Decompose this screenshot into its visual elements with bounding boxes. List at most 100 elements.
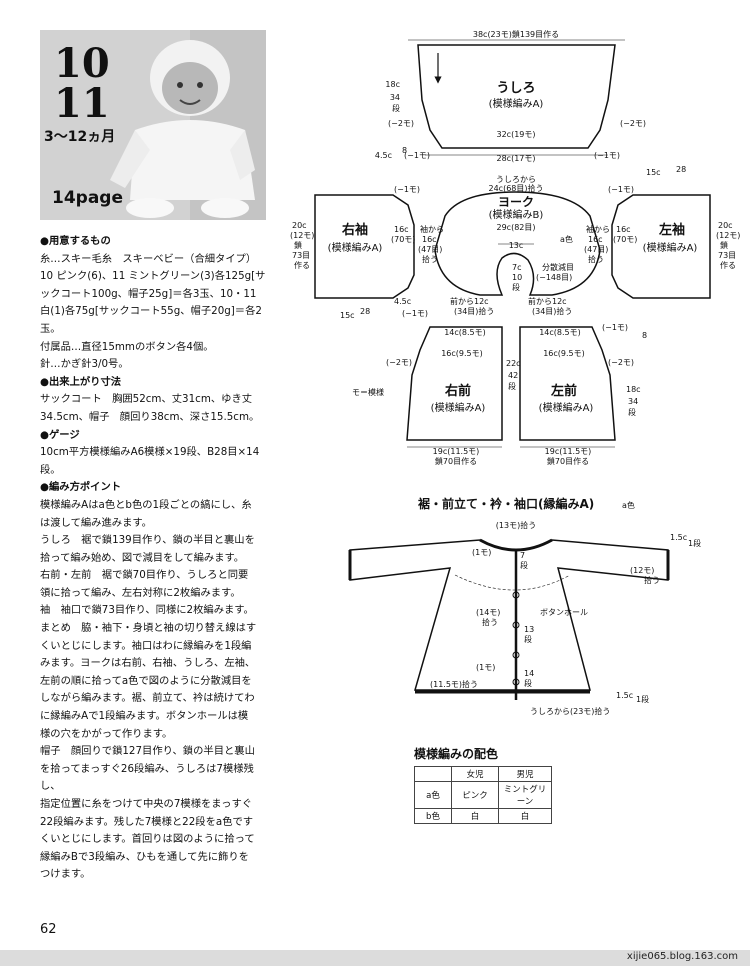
- back-dec1-left: (−1モ): [404, 151, 430, 160]
- left-front-rows-unit: 段: [628, 407, 636, 417]
- yoke-sleeve-count-left: (47目): [418, 245, 442, 254]
- right-sleeve-title: 右袖: [341, 222, 368, 238]
- yoke-sleeve-c-left: 16c: [422, 235, 437, 244]
- section-heading: ●ゲージ: [40, 428, 80, 441]
- left-front-bottom: 19c(11.5モ): [545, 447, 592, 456]
- right-sleeve-width-m: (12モ): [290, 231, 314, 240]
- edging-cuff-pick: (12モ): [630, 566, 654, 575]
- right-sleeve-pattern: (模様編みA): [328, 241, 383, 254]
- right-front-pattern: (模様編みA): [431, 401, 486, 414]
- instruction-line: くいとじにします。袖口はわに縁編みを1段編: [40, 639, 252, 652]
- left-front-rows: 34: [628, 397, 638, 406]
- table-cell: ピンク: [451, 781, 499, 809]
- right-front-bottom: 19c(11.5モ): [433, 447, 480, 456]
- pattern-number-11: 11: [54, 80, 110, 127]
- right-front-height: 22c: [506, 359, 521, 368]
- right-sleeve-dec-bottom: (−1モ): [402, 309, 428, 318]
- edging-title: 裾・前立て・衿・袖口(縁編みA): [418, 496, 594, 511]
- left-sleeve-length: 15c: [646, 168, 661, 177]
- edging-r14: 14: [524, 669, 534, 678]
- edging-cuff-rows: 1段: [688, 538, 701, 548]
- left-sleeve-title: 左袖: [659, 222, 685, 238]
- instruction-line: 帽子 顔回りで鎖127目作り、鎖の半目と裏山: [40, 745, 255, 758]
- back-pattern: (模様編みA): [489, 97, 544, 110]
- yoke-center: 13c: [509, 241, 524, 250]
- yoke-sleeve-count-right: (47目): [584, 245, 608, 254]
- table-cell: a色: [414, 781, 452, 809]
- instruction-line: 縁編みBで3段編み、ひもを通して先に飾りを: [40, 850, 249, 863]
- instruction-line: みます。ヨークは右前、右袖、うしろ、左袖、: [40, 657, 256, 670]
- edging-collar: (13モ)拾う: [496, 520, 536, 530]
- right-sleeve-chain-count: 73目: [292, 251, 310, 260]
- left-sleeve-pattern: (模様編みA): [643, 241, 698, 254]
- instruction-line: 糸…スキー毛糸 スキーベビー（合細タイプ）: [40, 252, 257, 265]
- table-row: b色 白 白: [414, 808, 552, 824]
- instruction-line: 領に拾って編み、左右対称に2枚編みます。: [40, 586, 241, 599]
- right-front-top: 14c(8.5モ): [444, 328, 486, 337]
- table-cell: 白: [451, 808, 499, 824]
- yoke-rows-unit: 段: [512, 282, 520, 292]
- right-sleeve-chain: 鎖: [294, 240, 302, 250]
- left-front-title: 左前: [551, 383, 577, 399]
- left-sleeve-rows: 28: [676, 165, 686, 174]
- back-height: 18c: [385, 80, 400, 89]
- yoke-inner: 29c(82目): [497, 223, 536, 232]
- baby-photo-illustration: [40, 30, 266, 220]
- right-front-rows: 42: [508, 371, 518, 380]
- left-front-pattern: (模様編みA): [539, 401, 594, 414]
- right-front-rows-unit: 段: [508, 381, 516, 391]
- table-header-cell: 女児: [451, 766, 499, 782]
- left-front-panel: 14c(8.5モ) 16c(9.5モ) 左前 (模様編みA) 19c(11.5モ…: [519, 323, 647, 466]
- right-front-panel: 14c(8.5モ) 16c(9.5モ) 右前 (模様編みA) 19c(11.5モ…: [352, 326, 521, 466]
- knitting-diagram: 38c(23モ)鎖139目作る うしろ (模様編みA) 32c(19モ) 28c…: [290, 29, 740, 716]
- instruction-line: 様の穴をかがって作ります。: [40, 727, 173, 740]
- instruction-line: ックコート100g、帽子25g]＝各3玉、10・11: [40, 287, 257, 300]
- edging-hem-pick: (11.5モ)拾う: [430, 679, 478, 689]
- left-front-dec1: (−1モ): [602, 323, 628, 332]
- left-sleeve-top-m: (70モ): [613, 235, 637, 244]
- yoke-front-count-left: (34目)拾う: [454, 306, 494, 316]
- yoke-front-count-right: (34目)拾う: [532, 306, 572, 316]
- instruction-line: くいとじにします。首回りは図のように拾って: [40, 833, 255, 846]
- instruction-line: に縁編みAで1段編みます。ボタンホールは模: [40, 710, 249, 723]
- yoke-from-front-left: 前から12c: [450, 296, 489, 306]
- page-reference: 14page: [52, 188, 123, 208]
- right-front-mid: 16c(9.5モ): [441, 349, 483, 358]
- back-dec-left: (−2モ): [388, 119, 414, 128]
- color-table-title: 模様編みの配色: [414, 747, 499, 761]
- edging-cuff-pick-label: 拾う: [644, 575, 660, 585]
- edging-r7: 7: [520, 551, 525, 560]
- yoke-title: ヨーク: [498, 195, 534, 209]
- right-sleeve-side: 4.5c: [394, 297, 411, 306]
- instruction-line: 模様編みAはa色とb色の1段ごとの縞にし、糸: [40, 498, 252, 511]
- section-heading: ●用意するもの: [40, 235, 111, 247]
- edging-buttonhole: ボタンホール: [540, 608, 588, 617]
- instruction-line: 袖 袖口で鎖73目作り、同様に2枚編みます。: [40, 604, 254, 617]
- yoke-height: 7c: [512, 263, 522, 272]
- edging-r13-unit: 段: [524, 634, 532, 644]
- yoke-decrease: 分散減目: [542, 262, 574, 272]
- color-table: 女児 男児 a色 ピンク ミントグリーン b色 白 白: [414, 766, 552, 824]
- back-dec-right: (−2モ): [620, 119, 646, 128]
- color-table-block: 模様編みの配色 女児 男児 a色 ピンク ミントグリーン b色 白 白: [414, 745, 552, 824]
- instruction-line: サックコート 胸囲52cm、丈31cm、ゆき丈: [40, 393, 253, 406]
- pattern-number-10: 10: [54, 40, 110, 87]
- right-sleeve-dec: (−1モ): [394, 185, 420, 194]
- right-front-chain: 鎖70目作る: [435, 456, 477, 466]
- left-front-height: 18c: [626, 385, 641, 394]
- page-number: 62: [40, 922, 57, 937]
- instruction-line: 左前の順に拾ってa色で図のように分散減目を: [40, 674, 252, 687]
- back-rows: 34: [390, 93, 400, 102]
- instruction-line: 10cm平方模様編みA6模様×19段、B28目×14段。: [40, 446, 260, 476]
- instruction-line: つけます。: [40, 868, 91, 881]
- edging-back-pick: うしろから(23モ)拾う: [530, 706, 610, 716]
- edging-hem: 1.5c: [616, 691, 633, 700]
- yoke-outer: 24c(68目)拾う: [489, 183, 544, 193]
- table-header-cell: 男児: [498, 766, 552, 782]
- table-row: a色 ピンク ミントグリーン: [414, 781, 552, 809]
- left-front-mid: 16c(9.5モ): [543, 349, 585, 358]
- back-panel: 38c(23モ)鎖139目作る うしろ (模様編みA) 32c(19モ) 28c…: [375, 29, 646, 163]
- right-sleeve-top: 16c: [394, 225, 409, 234]
- right-sleeve-make: 作る: [294, 260, 310, 270]
- table-header-cell: [414, 766, 452, 782]
